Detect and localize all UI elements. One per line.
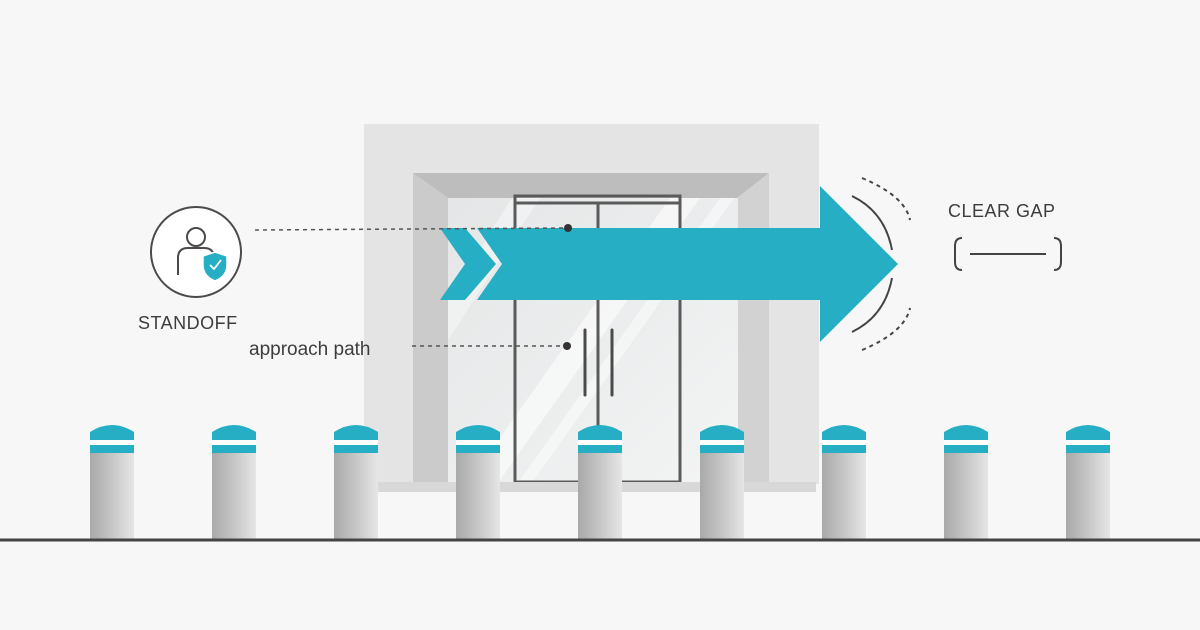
bollard-row (90, 425, 1110, 540)
bollard (944, 425, 988, 540)
approach-leader-dot (563, 342, 571, 350)
standoff-label: STANDOFF (138, 313, 238, 333)
arrow-chevron (440, 228, 496, 300)
bollard (334, 425, 378, 540)
bollard (578, 425, 622, 540)
leader-lines (254, 224, 572, 350)
frame-left (413, 173, 448, 484)
bollard (456, 425, 500, 540)
approach-arrow (440, 186, 898, 342)
frame-top (413, 173, 769, 198)
motion-arcs (851, 177, 911, 351)
bollard (212, 425, 256, 540)
bollard (700, 425, 744, 540)
person-shield-icon (150, 206, 242, 298)
arrow-body (477, 186, 898, 342)
bollard (1066, 425, 1110, 540)
bollard (822, 425, 866, 540)
bracket-gap-icon (954, 237, 1062, 271)
clear-gap-label: CLEAR GAP (948, 201, 1056, 221)
approach-path-label: approach path (249, 339, 371, 360)
standoff-leader-dot (564, 224, 572, 232)
bollard (90, 425, 134, 540)
